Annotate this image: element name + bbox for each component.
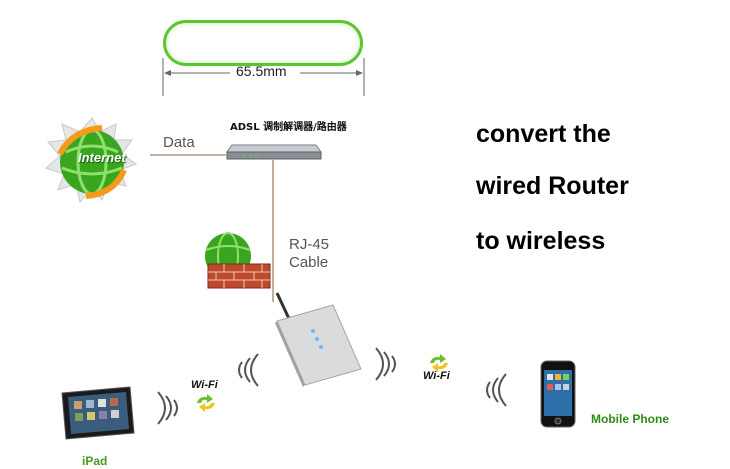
headline-line-3: to wireless	[476, 227, 606, 255]
device-size-outline	[163, 20, 363, 66]
wifi-waves-router-right-icon	[375, 347, 396, 381]
adsl-modem-icon	[226, 144, 322, 160]
headline-line-1: convert the	[476, 120, 611, 148]
wifi-waves-phone-icon	[486, 373, 507, 407]
headline-line-2: wired Router	[476, 172, 629, 200]
wifi-right-label: Wi-Fi	[423, 370, 450, 382]
mobile-phone-icon	[540, 360, 576, 428]
rj45-label-line2: Cable	[289, 254, 329, 271]
sync-arrows-left-icon	[197, 394, 215, 412]
sync-arrows-right-icon	[430, 354, 448, 372]
wifi-left-label: Wi-Fi	[191, 379, 218, 391]
internet-label: Internet	[78, 150, 126, 165]
rj45-cable-label: RJ-45 Cable	[289, 236, 329, 272]
internet-globe-icon	[45, 117, 138, 204]
wifi-waves-ipad-icon	[157, 391, 178, 425]
dimension-label: 65.5mm	[236, 63, 287, 79]
wifi-waves-router-left-icon	[238, 353, 259, 387]
data-link-label: Data	[163, 134, 195, 151]
rj45-label-line1: RJ-45	[289, 236, 330, 253]
ipad-icon	[61, 386, 135, 440]
wireless-router-device-icon	[275, 292, 362, 387]
firewall-globe-icon	[205, 232, 271, 289]
modem-label: ADSL 调制解调器/路由器	[230, 122, 347, 133]
ipad-label: iPad	[82, 454, 108, 468]
mobile-phone-label: Mobile Phone	[591, 412, 669, 426]
